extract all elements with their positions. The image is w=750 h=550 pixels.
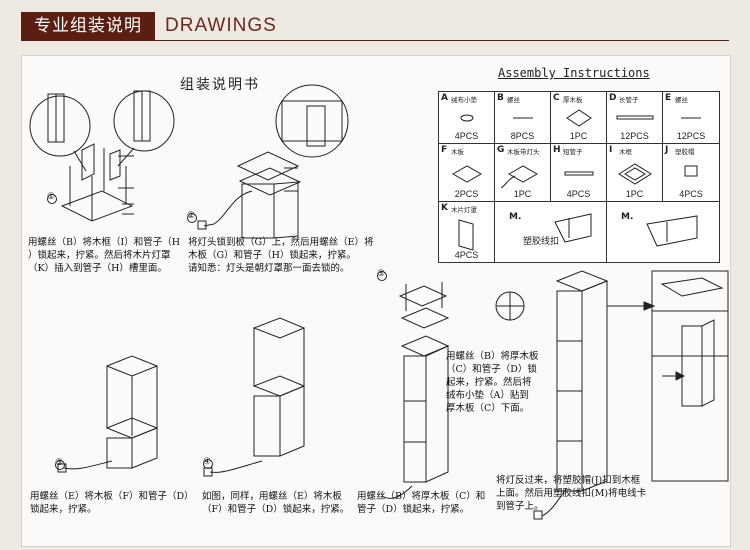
sheet-title-en: Assembly Instructions bbox=[498, 66, 650, 80]
caption-step4: 如图，同样，用螺丝（E）将木板 （F）和管子（D）锁起来，拧紧。 bbox=[202, 491, 350, 515]
step-number: ⑤ bbox=[377, 269, 386, 279]
caption-step1: 用螺丝（B）将木框（I）和管子（H ）锁起来，拧紧。然后将木片灯罩 （K）插入到… bbox=[28, 237, 181, 274]
caption-step5: 用螺丝（B）将厚木板（C）和 管子（D）锁起来，拧紧。 bbox=[357, 491, 486, 515]
section-title-en: DRAWINGS bbox=[165, 15, 277, 36]
caption-step3: 用螺丝（E）将木板（F）和管子（D） 锁起来，拧紧。 bbox=[30, 491, 194, 515]
detail-panel bbox=[651, 270, 729, 482]
caption-step7: 将灯反过来，将塑胶帽(J)扣到木框 上面。然后用塑胶线扣(M)将电线卡 到管子上… bbox=[496, 475, 647, 512]
instruction-sheet: 组装说明书 Assembly Instructions bbox=[21, 55, 731, 547]
step3-drawing bbox=[57, 355, 159, 473]
caption-step2: 将灯头锁到板（G）上，然后用螺丝（E）将 木板（G）和管子（H）锁起来，拧紧。 … bbox=[188, 237, 374, 274]
step2-drawing bbox=[197, 84, 349, 239]
step-number: ③ bbox=[55, 458, 64, 468]
part-m-cell-1: M. 塑胶线扣 bbox=[495, 202, 607, 262]
part-m-cell-2: M. bbox=[607, 202, 719, 262]
header-divider bbox=[21, 40, 729, 41]
caption-step6: 用螺丝（B）将厚木板 （C）和管子（D）锁 起来，拧紧。然后将 绒布小垫（A）贴… bbox=[446, 351, 539, 414]
step-number: ① bbox=[47, 192, 56, 202]
assembly-drawings bbox=[29, 84, 729, 520]
step7-drawing bbox=[533, 270, 656, 520]
step1-drawing bbox=[29, 90, 175, 222]
step5-drawing bbox=[381, 282, 525, 499]
step-number: ② bbox=[187, 211, 196, 221]
step-number: ④ bbox=[203, 457, 212, 467]
sheet-title-cn: 组装说明书 bbox=[180, 77, 260, 93]
step4-drawing bbox=[203, 317, 306, 477]
section-title-cn: 专业组装说明 bbox=[21, 12, 155, 40]
